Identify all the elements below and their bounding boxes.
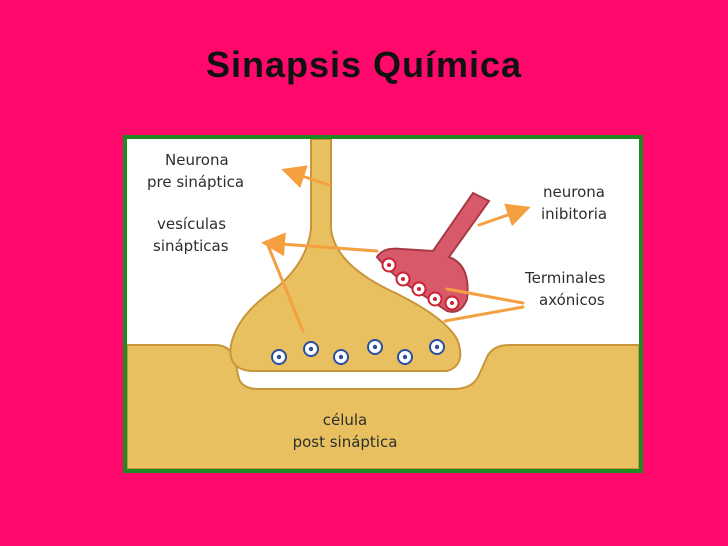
synaptic-vesicle [308,346,314,352]
label-vesicles-line2: sinápticas [153,237,229,255]
synapse-diagram-frame: Neurona pre sináptica vesículas sináptic… [123,135,643,473]
synaptic-vesicle [402,354,408,360]
inhibitory-vesicle [387,263,391,267]
inhibitory-vesicle [433,297,437,301]
presynaptic-neuron [229,139,462,372]
arrow-terminals-upper [445,287,525,305]
synapse-diagram: Neurona pre sináptica vesículas sináptic… [127,139,639,469]
synaptic-vesicle [276,354,282,360]
arrow-to-presynaptic-label [281,165,331,189]
label-vesicles-line1: vesículas [157,215,226,233]
label-terminals-line2: axónicos [539,291,605,309]
label-inhibitory-line1: neurona [543,183,605,201]
label-terminals-line1: Terminales [524,269,606,287]
arrow-terminals-lower [443,305,525,323]
inhibitory-vesicle [450,301,454,305]
label-postsynaptic-line1: célula [323,411,368,429]
label-inhibitory-line2: inibitoria [541,205,607,223]
label-presynaptic-line2: pre sináptica [147,173,244,191]
slide-title: Sinapsis Química [205,44,523,85]
synaptic-vesicle [434,344,440,350]
arrow-vesicles-pointer [265,241,305,333]
label-presynaptic-line1: Neurona [165,151,229,169]
inhibitory-vesicles [381,257,460,311]
arrow-vesicles-label [261,232,379,257]
synaptic-vesicle [372,344,378,350]
inhibitory-vesicle [401,277,405,281]
label-postsynaptic-line2: post sináptica [293,433,398,451]
arrow-inhibitory-label [477,203,531,227]
synaptic-vesicles [271,339,445,365]
inhibitory-vesicle [417,287,421,291]
synaptic-vesicle [338,354,344,360]
